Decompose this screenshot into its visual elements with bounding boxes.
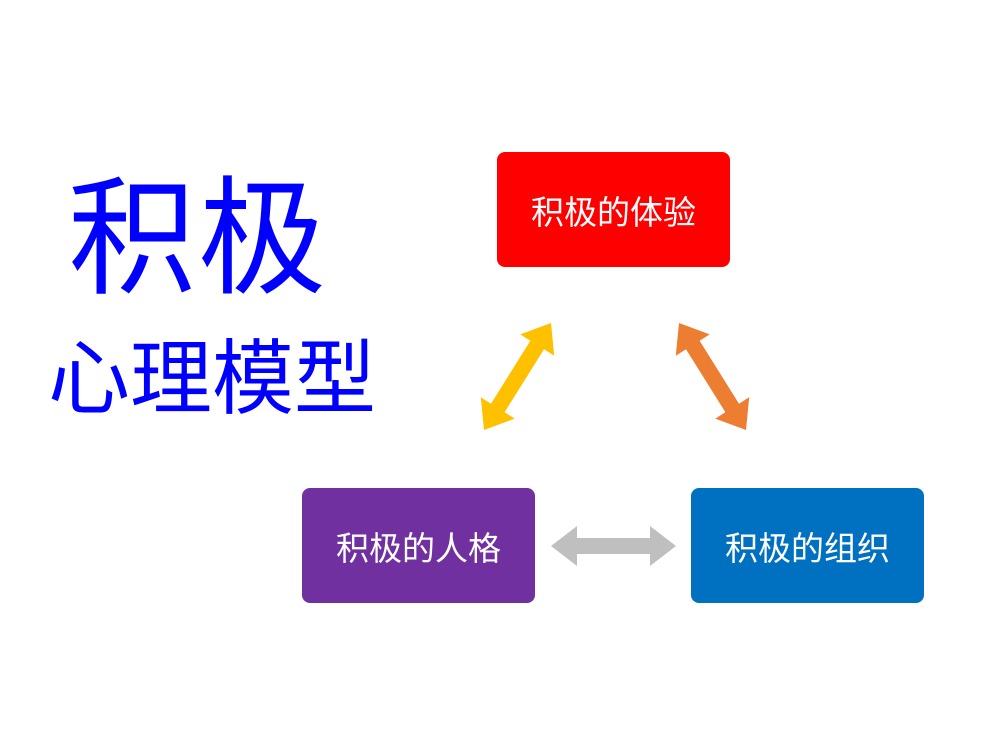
arrow-experience-organization xyxy=(675,323,750,430)
node-positive-experience: 积极的体验 xyxy=(497,152,730,267)
double-arrow-shape xyxy=(675,323,750,430)
node-label: 积极的体验 xyxy=(531,192,696,232)
title-main: 积极 xyxy=(68,165,329,314)
double-arrow-shape xyxy=(551,526,676,566)
node-label: 积极的人格 xyxy=(336,528,501,568)
node-positive-organization: 积极的组织 xyxy=(691,488,924,603)
double-arrow-shape xyxy=(480,323,555,430)
title-sub: 心理模型 xyxy=(48,332,377,427)
node-positive-personality: 积极的人格 xyxy=(302,488,535,603)
arrow-personality-organization xyxy=(551,526,676,566)
node-label: 积极的组织 xyxy=(725,528,890,568)
arrow-personality-experience xyxy=(480,323,555,430)
